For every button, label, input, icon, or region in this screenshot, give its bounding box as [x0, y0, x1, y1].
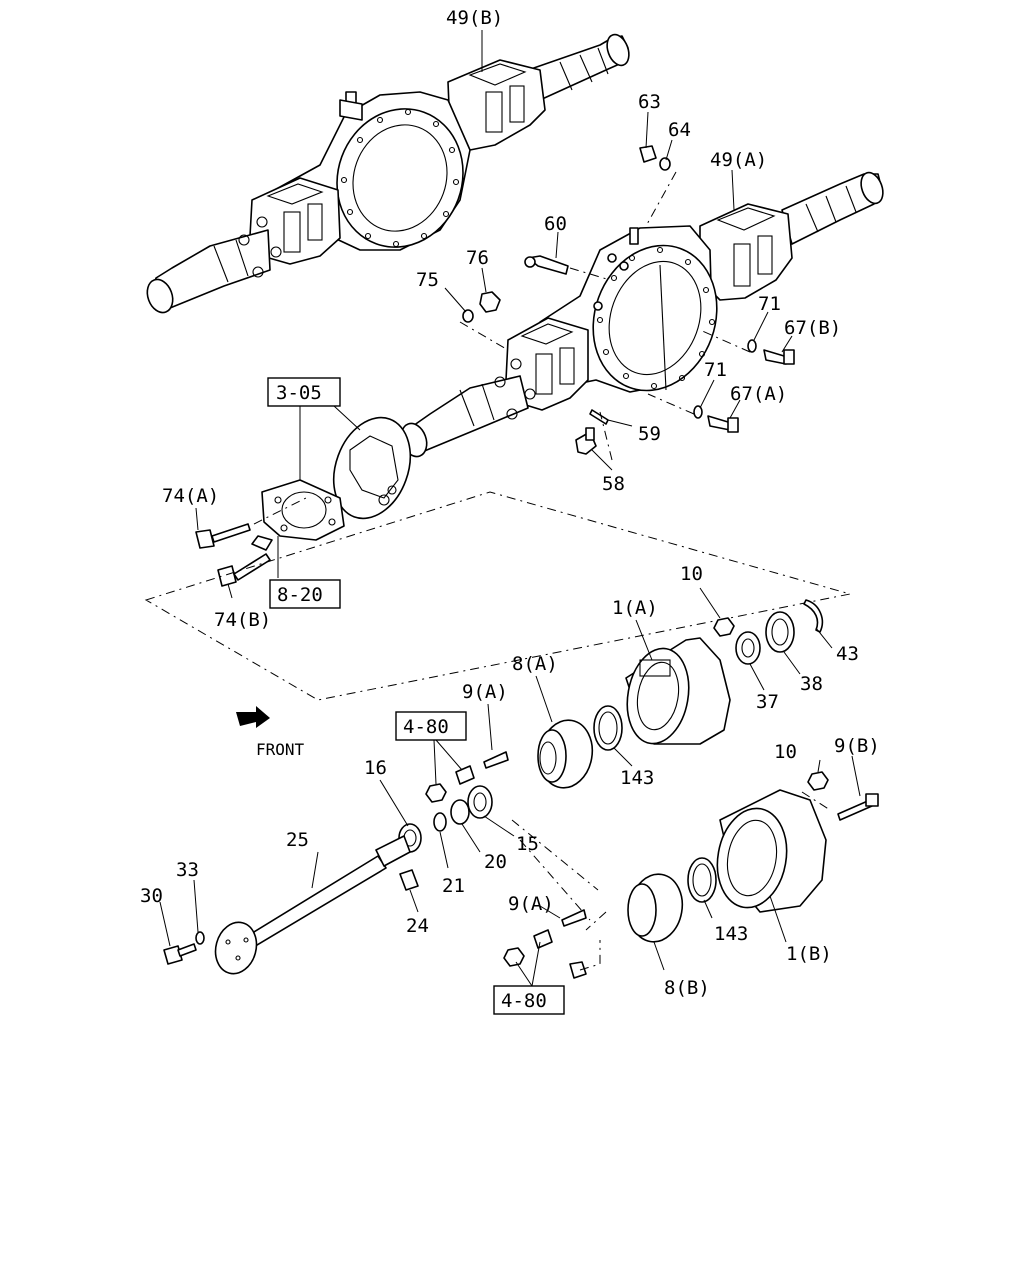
axle-housing-49a: [400, 171, 884, 458]
ref-4-80-lower-text: 4-80: [501, 990, 547, 1012]
label-9a-lower: 9(A): [508, 893, 554, 915]
label-60: 60: [544, 213, 567, 235]
label-37: 37: [756, 691, 779, 713]
label-49b: 49(B): [446, 7, 503, 29]
label-16: 16: [364, 757, 387, 779]
front-label: FRONT: [256, 740, 305, 759]
assembly-boundary: [144, 491, 851, 701]
label-1a: 1(A): [612, 597, 658, 619]
hub-drum-assembly: [163, 599, 879, 979]
ref-3-05[interactable]: 3-05: [267, 377, 341, 407]
label-71-upper: 71: [758, 293, 781, 315]
label-10-lower: 10: [774, 741, 797, 763]
label-76: 76: [466, 247, 489, 269]
label-9a-upper: 9(A): [462, 681, 508, 703]
label-15: 15: [516, 833, 539, 855]
label-74a: 74(A): [162, 485, 219, 507]
label-8a: 8(A): [512, 653, 558, 675]
reference-boxes: 3-05 8-20 4-80 4-80: [267, 377, 565, 1015]
label-64: 64: [668, 119, 691, 141]
label-67a: 67(A): [730, 383, 787, 405]
label-49a: 49(A): [710, 149, 767, 171]
front-arrow-icon: [236, 706, 270, 728]
label-24: 24: [406, 915, 429, 937]
brake-backing-plate: [195, 416, 412, 587]
ref-4-80-upper-text: 4-80: [403, 716, 449, 738]
ref-4-80-lower[interactable]: 4-80: [493, 985, 565, 1015]
label-10-upper: 10: [680, 563, 703, 585]
ref-8-20[interactable]: 8-20: [269, 579, 341, 609]
label-20: 20: [484, 851, 507, 873]
label-59: 59: [638, 423, 661, 445]
label-9b: 9(B): [834, 735, 880, 757]
label-25: 25: [286, 829, 309, 851]
label-21: 21: [442, 875, 465, 897]
label-1b: 1(B): [786, 943, 832, 965]
label-71-lower: 71: [704, 359, 727, 381]
label-58: 58: [602, 473, 625, 495]
label-43: 43: [836, 643, 859, 665]
label-74b: 74(B): [214, 609, 271, 631]
label-38: 38: [800, 673, 823, 695]
label-8b: 8(B): [664, 977, 710, 999]
ref-3-05-text: 3-05: [276, 382, 322, 404]
part-labels: 49(B) 63 64 49(A) 60 76 75 71 67(B) 71 6…: [140, 7, 880, 999]
label-143-upper: 143: [620, 767, 654, 789]
axle-housing-49b: [146, 33, 630, 314]
label-143-lower: 143: [714, 923, 748, 945]
label-67b: 67(B): [784, 317, 841, 339]
ref-8-20-text: 8-20: [277, 584, 323, 606]
label-30: 30: [140, 885, 163, 907]
label-63: 63: [638, 91, 661, 113]
label-33: 33: [176, 859, 199, 881]
label-75: 75: [416, 269, 439, 291]
front-direction-indicator: FRONT: [236, 706, 305, 759]
leader-lines: [159, 30, 861, 987]
housing-fasteners: [462, 145, 795, 455]
ref-4-80-upper[interactable]: 4-80: [395, 711, 467, 741]
